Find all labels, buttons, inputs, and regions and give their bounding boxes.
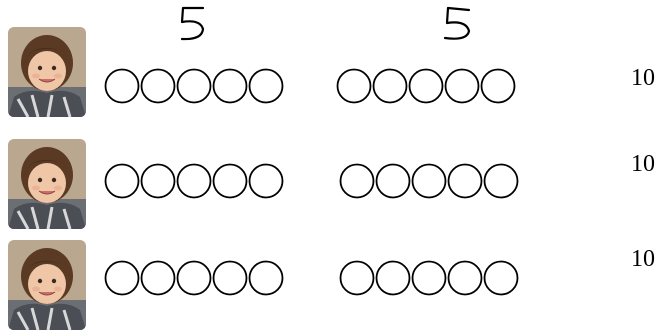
count-row: 10 <box>0 25 671 120</box>
counter-circle <box>485 262 518 295</box>
group-1-circles <box>105 67 305 107</box>
counter-circle <box>106 70 139 103</box>
child-portrait-image <box>8 139 86 229</box>
counter-circle <box>214 262 247 295</box>
counter-circle <box>377 262 410 295</box>
counter-circle <box>449 165 482 198</box>
counter-circle <box>413 262 446 295</box>
counter-circle <box>485 165 518 198</box>
group-2-circles <box>340 162 540 202</box>
counter-circle <box>178 262 211 295</box>
counter-circle <box>377 165 410 198</box>
counter-circle <box>338 70 371 103</box>
row-total: 10 <box>631 151 655 178</box>
group-2-circles <box>337 67 537 107</box>
count-row: 10 <box>0 135 671 230</box>
counter-circle <box>341 262 374 295</box>
counter-circle <box>214 165 247 198</box>
counter-circle <box>250 165 283 198</box>
row-total: 10 <box>631 246 655 273</box>
counter-circle <box>142 262 175 295</box>
counter-circle <box>482 70 515 103</box>
child-photo <box>8 240 86 330</box>
counter-circle <box>413 165 446 198</box>
counter-circle <box>106 262 139 295</box>
child-photo <box>8 27 86 117</box>
counter-circle <box>106 165 139 198</box>
counter-circle <box>374 70 407 103</box>
child-photo <box>8 139 86 229</box>
counter-circle <box>250 70 283 103</box>
counter-circle <box>446 70 479 103</box>
group-1-circles <box>105 162 305 202</box>
counter-circle <box>142 165 175 198</box>
counter-circle <box>410 70 443 103</box>
counter-circle <box>341 165 374 198</box>
group-2-circles <box>340 259 540 299</box>
count-row: 10 <box>0 236 671 329</box>
child-portrait-image <box>8 240 86 330</box>
counter-circle <box>178 165 211 198</box>
counter-circle <box>214 70 247 103</box>
group-1-circles <box>105 259 305 299</box>
counter-circle <box>178 70 211 103</box>
counter-circle <box>142 70 175 103</box>
child-portrait-image <box>8 27 86 117</box>
counter-circle <box>449 262 482 295</box>
counter-circle <box>250 262 283 295</box>
row-total: 10 <box>631 65 655 92</box>
